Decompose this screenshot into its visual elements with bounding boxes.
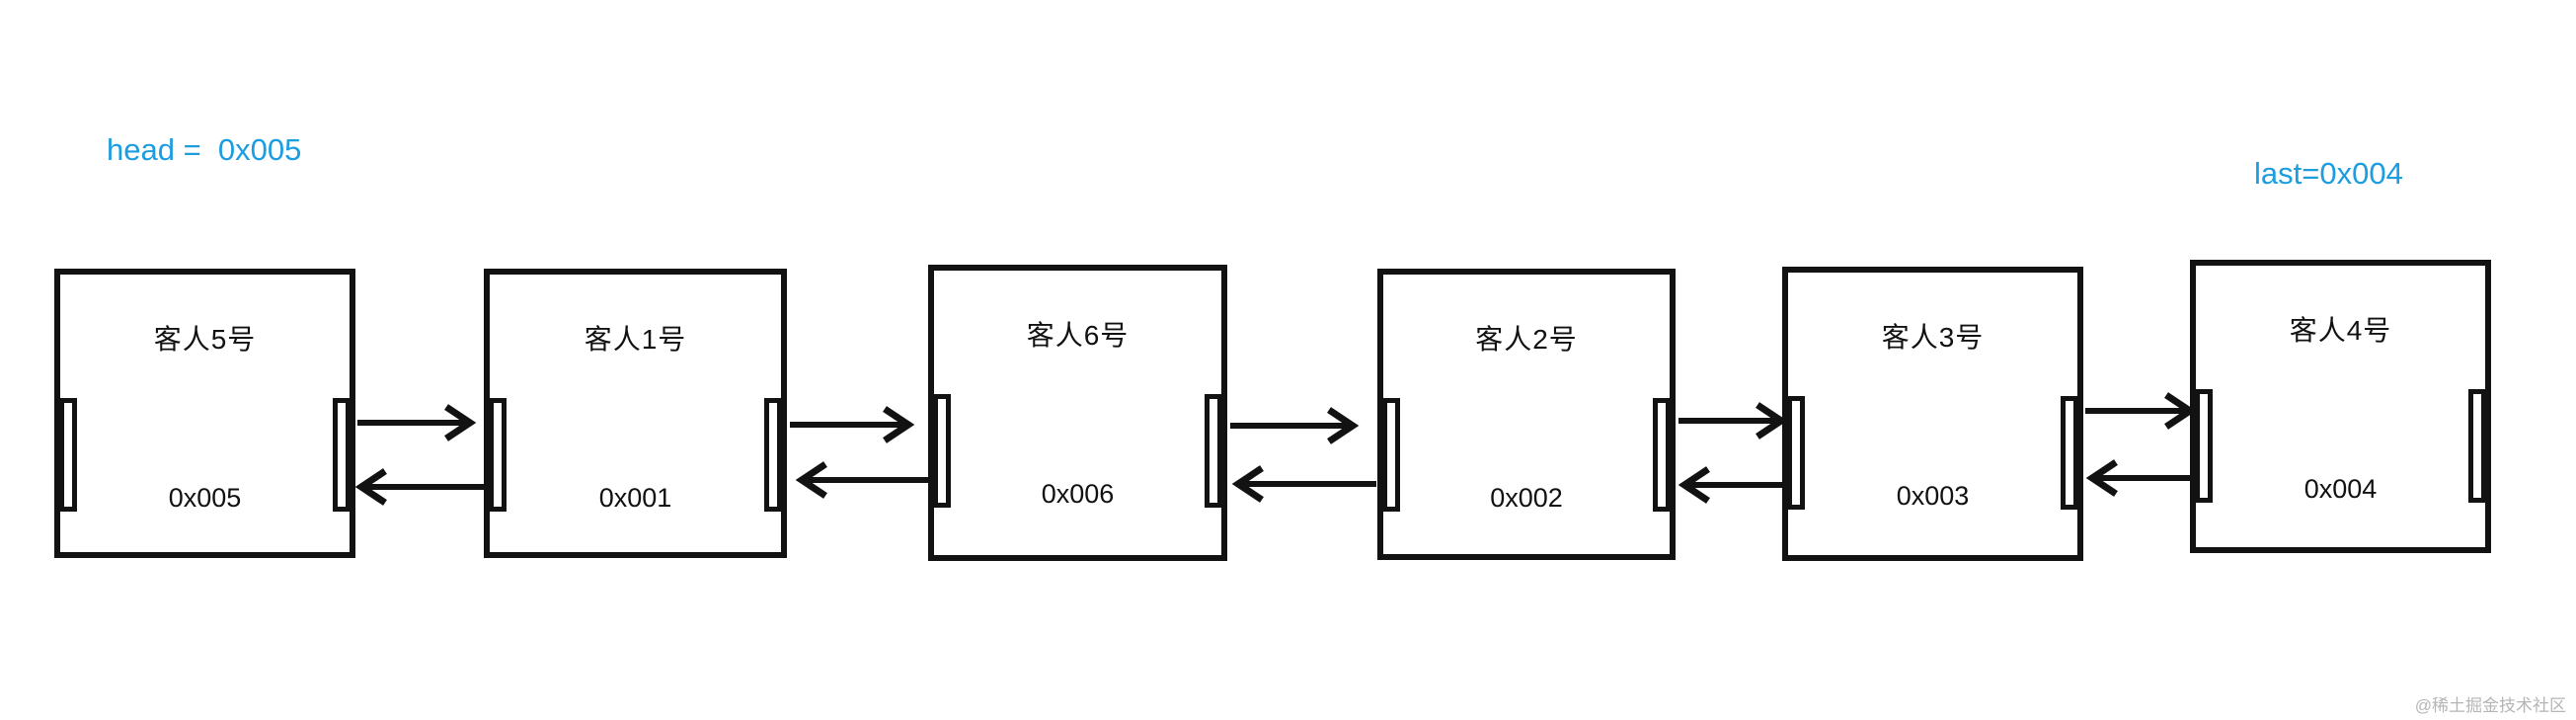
node-guest-label: 客人6号 <box>1026 320 1130 351</box>
prev-pointer-port <box>2195 389 2213 503</box>
node-guest-label: 客人4号 <box>2289 315 2392 346</box>
node-0x005: 客人5号 0x005 <box>54 269 355 558</box>
next-pointer-port <box>1205 394 1222 508</box>
node-address: 0x001 <box>598 483 672 513</box>
next-pointer-port <box>2061 396 2078 510</box>
head-pointer-label: head = 0x005 <box>107 132 302 167</box>
prev-pointer-port <box>489 398 507 512</box>
next-pointer-port <box>2468 389 2486 503</box>
node-address: 0x002 <box>1490 483 1563 513</box>
node-guest-label: 客人3号 <box>1881 322 1985 353</box>
next-pointer-port <box>764 398 782 512</box>
next-pointer-port <box>333 398 351 512</box>
node-address: 0x006 <box>1041 479 1115 509</box>
prev-pointer-port <box>59 398 77 512</box>
watermark-text: @稀土掘金技术社区 <box>2414 696 2566 715</box>
node-0x006: 客人6号 0x006 <box>928 265 1227 561</box>
node-address: 0x005 <box>168 483 242 513</box>
prev-pointer-port <box>1787 396 1805 510</box>
prev-pointer-port <box>933 394 951 508</box>
node-0x003: 客人3号 0x003 <box>1782 267 2083 561</box>
node-guest-label: 客人1号 <box>584 324 687 355</box>
node-0x002: 客人2号 0x002 <box>1377 269 1676 560</box>
node-0x004: 客人4号 0x004 <box>2190 260 2491 553</box>
prev-pointer-port <box>1382 398 1400 512</box>
last-pointer-label: last=0x004 <box>2254 156 2403 191</box>
next-pointer-port <box>1653 398 1671 512</box>
node-guest-label: 客人5号 <box>153 324 257 355</box>
node-address: 0x004 <box>2303 474 2378 504</box>
node-address: 0x003 <box>1896 481 1970 511</box>
node-guest-label: 客人2号 <box>1475 324 1578 355</box>
node-0x001: 客人1号 0x001 <box>484 269 787 558</box>
